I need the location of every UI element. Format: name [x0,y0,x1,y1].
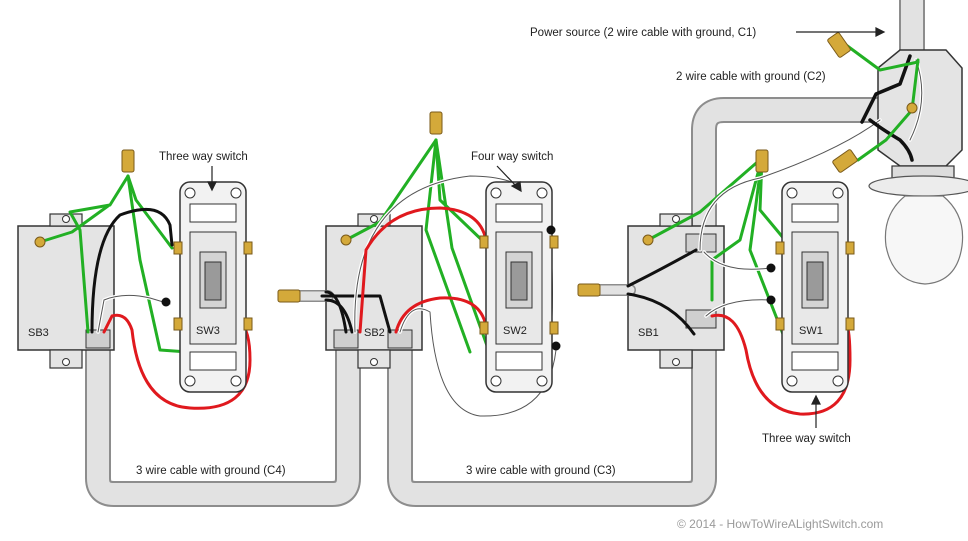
cable-c2-label: 2 wire cable with ground (C2) [676,71,826,83]
switch-sw3: SW3 [173,181,253,393]
three-way-switch-label-left: Three way switch [159,151,248,163]
wire-nuts [121,32,858,303]
power-source-label: Power source (2 wire cable with ground, … [530,27,756,39]
three-way-switch-label-right: Three way switch [762,433,851,445]
switch-label-sw2: SW2 [503,325,527,337]
wire-nut [827,32,851,58]
wire-nut [832,149,858,173]
copyright-text: © 2014 - HowToWireALightSwitch.com [677,517,883,531]
wire-nut [429,111,443,135]
switch-sw1: SW1 [775,181,855,393]
cable-conduits [85,0,925,507]
box-label-sb2: SB2 [364,327,385,339]
wire-nut [121,149,135,173]
tape-markers [161,225,776,351]
wire-nut [577,283,601,297]
four-way-switch-label: Four way switch [471,151,553,163]
wire-nut [755,149,769,173]
switch-label-sw1: SW1 [799,325,823,337]
switch-sw2: SW2 [479,181,559,393]
cable-c4-label: 3 wire cable with ground (C4) [136,465,286,477]
junction-box-sb2: SB2 [325,213,423,369]
box-label-sb1: SB1 [638,327,659,339]
callout-arrows [207,27,886,428]
light-bulb-icon [884,195,964,285]
wire-nut [277,289,301,303]
cable-c3-label: 3 wire cable with ground (C3) [466,465,616,477]
light-fixture [868,49,968,285]
box-label-sb3: SB3 [28,327,49,339]
wires [38,40,924,418]
ground-screws [34,102,918,248]
switch-label-sw3: SW3 [196,325,220,337]
